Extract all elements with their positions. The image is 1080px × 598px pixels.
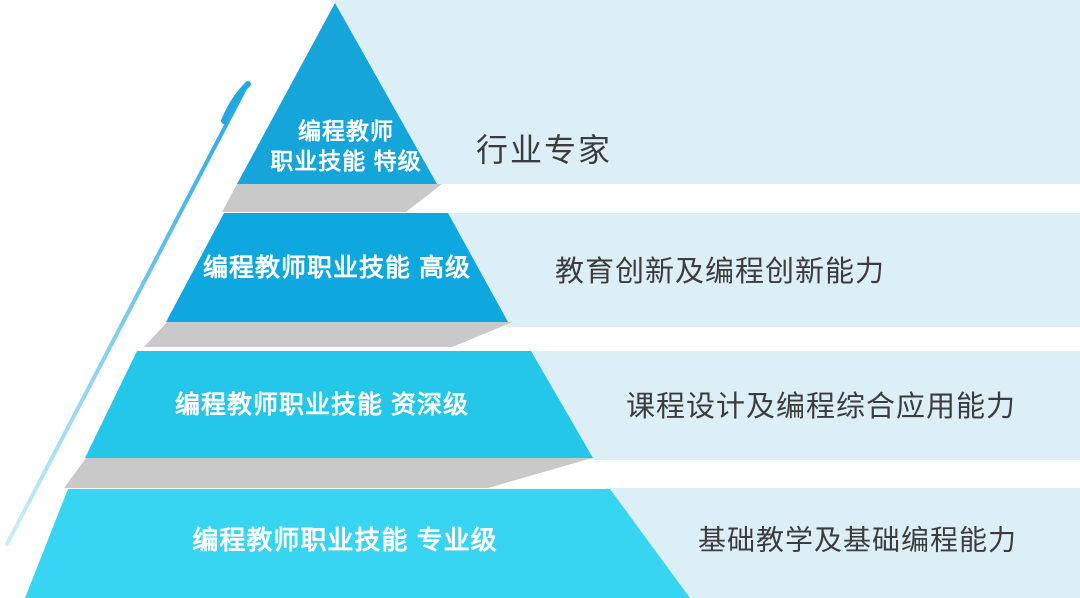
arrow-shaft (5, 83, 249, 546)
band-level-3-bg (528, 351, 1080, 460)
pyramid-separator-3 (64, 458, 592, 488)
arrow-head-icon (221, 81, 251, 124)
pyramid-level-4 (25, 489, 690, 598)
pyramid-level-1-label-line-2: 职业技能 特级 (270, 148, 421, 174)
pyramid-level-2-label: 编程教师职业技能 高级 (203, 253, 471, 282)
pyramid-separator-2 (144, 322, 513, 347)
band-level-1-description: 行业专家 (476, 132, 612, 168)
pyramid-level-3 (85, 351, 593, 458)
pyramid-level-1-label-line-1: 编程教师 (298, 118, 394, 144)
band-level-4-description: 基础教学及基础编程能力 (698, 525, 1017, 556)
growth-arrow-icon (5, 81, 251, 546)
band-level-1-bg (331, 0, 1080, 184)
band-level-2-bg (445, 213, 1080, 327)
pyramid-level-3-label: 编程教师职业技能 资深级 (175, 390, 469, 419)
band-level-4-bg (605, 488, 1080, 598)
pyramid-separator-1 (222, 184, 442, 212)
band-level-2-description: 教育创新及编程创新能力 (555, 255, 885, 288)
pyramid-level-4-label: 编程教师职业技能 专业级 (192, 525, 497, 555)
band-level-3-description: 课程设计及编程综合应用能力 (626, 390, 1016, 423)
pyramid-level-1 (237, 3, 437, 184)
pyramid-level-2 (166, 213, 508, 322)
